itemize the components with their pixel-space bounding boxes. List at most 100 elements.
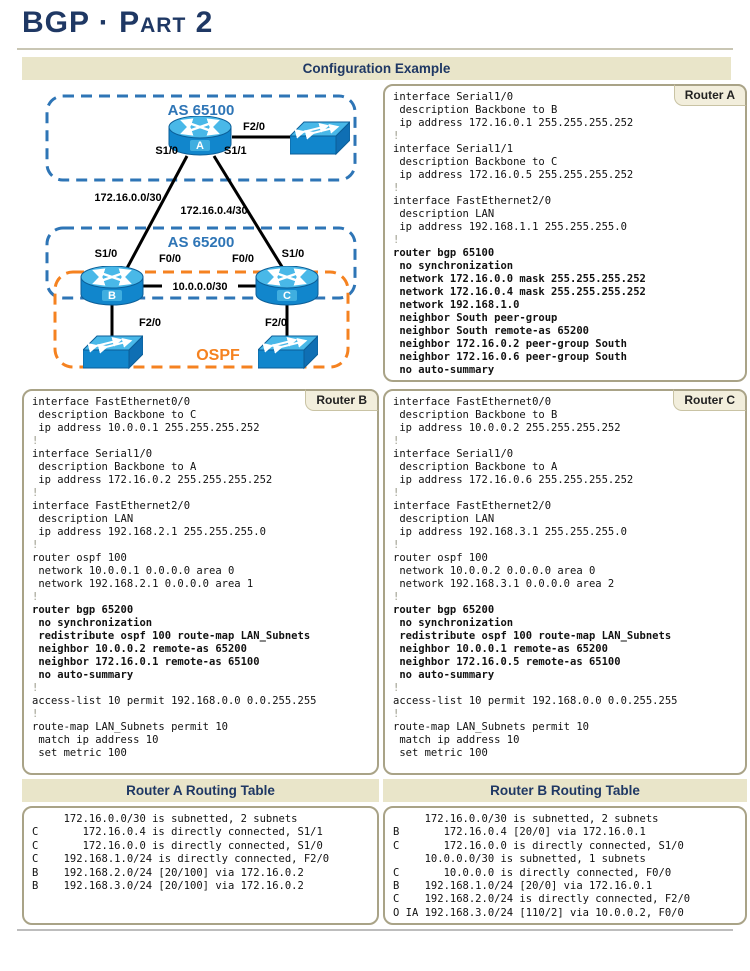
title-divider — [17, 48, 733, 50]
config-line: ip address 192.168.1.1 255.255.255.0 — [393, 221, 627, 233]
route-line: C 10.0.0.0 is directly connected, F0/0 — [393, 866, 672, 879]
config-line: ip address 172.16.0.1 255.255.255.252 — [393, 117, 634, 129]
config-line: redistribute ospf 100 route-map LAN_Subn… — [32, 630, 311, 642]
config-line: description LAN — [393, 208, 495, 220]
network-diagram: A B C AS 65100 AS 65200 OSPF F2/0 S1/0 S… — [40, 88, 380, 386]
config-line: description Backbone to C — [32, 409, 197, 421]
router-a-badge — [190, 140, 210, 151]
config-box-label-router-a: Router A — [673, 84, 747, 106]
ospf-label: OSPF — [196, 347, 240, 364]
config-line: set metric 100 — [32, 747, 127, 759]
config-line: access-list 10 permit 192.168.0.0 0.0.25… — [393, 695, 678, 707]
config-line: description Backbone to C — [393, 156, 558, 168]
config-line: network 192.168.2.1 0.0.0.0 area 1 — [32, 578, 254, 590]
config-line: redistribute ospf 100 route-map LAN_Subn… — [393, 630, 672, 642]
config-line: match ip address 10 — [393, 734, 520, 746]
config-line: neighbor South peer-group — [393, 312, 558, 324]
config-line: no auto-summary — [393, 669, 495, 681]
config-line: neighbor 10.0.0.2 remote-as 65200 — [32, 643, 247, 655]
config-line: neighbor South remote-as 65200 — [393, 325, 589, 337]
config-line: neighbor 172.16.0.1 remote-as 65100 — [32, 656, 260, 668]
subnet-label-a-c: 172.16.0.4/30 — [180, 205, 247, 217]
config-line: ip address 172.16.0.2 255.255.255.252 — [32, 474, 273, 486]
route-line: B 172.16.0.4 [20/0] via 172.16.0.1 — [393, 826, 646, 839]
config-line: ! — [393, 682, 400, 694]
section-header-router-b-routing-table: Router B Routing Table — [383, 779, 747, 802]
config-box-router-c: Router C interface FastEthernet0/0 descr… — [383, 389, 747, 775]
if-label-b-f00: F0/0 — [159, 253, 181, 265]
config-line: description LAN — [32, 513, 134, 525]
if-label-a-s10: S1/0 — [155, 145, 178, 157]
as-65200-label: AS 65200 — [168, 234, 235, 251]
config-line: description Backbone to A — [32, 461, 197, 473]
if-label-b-s10: S1/0 — [95, 248, 118, 260]
if-label-c-s10: S1/0 — [282, 248, 305, 260]
config-line: network 192.168.3.1 0.0.0.0 area 2 — [393, 578, 615, 590]
route-line: C 172.16.0.4 is directly connected, S1/1 — [32, 826, 323, 839]
as-65100-boundary — [45, 94, 357, 182]
config-box-router-b: Router B interface FastEthernet0/0 descr… — [22, 389, 379, 775]
config-line: description Backbone to A — [393, 461, 558, 473]
config-line: description Backbone to B — [393, 409, 558, 421]
config-line: ! — [32, 591, 39, 603]
config-line: network 172.16.0.0 mask 255.255.255.252 — [393, 273, 646, 285]
config-line: router ospf 100 — [393, 552, 488, 564]
switch-b-icon — [83, 336, 143, 368]
config-line: no synchronization — [393, 260, 514, 272]
config-line: network 10.0.0.2 0.0.0.0 area 0 — [393, 565, 596, 577]
config-line: no synchronization — [32, 617, 153, 629]
config-line: interface FastEthernet0/0 — [32, 396, 191, 408]
network-diagram-svg: A B C AS 65100 AS 65200 OSPF F2/0 S1/0 S… — [45, 94, 357, 386]
router-c-letter: C — [283, 290, 291, 302]
route-line: O IA 192.168.3.0/24 [110/2] via 10.0.0.2… — [393, 906, 684, 919]
config-line: interface Serial1/0 — [32, 448, 153, 460]
config-line: interface FastEthernet2/0 — [393, 195, 552, 207]
config-line: ip address 192.168.2.1 255.255.255.0 — [32, 526, 266, 538]
config-line: router bgp 65200 — [393, 604, 495, 616]
config-line: network 172.16.0.4 mask 255.255.255.252 — [393, 286, 646, 298]
config-box-label-router-b: Router B — [305, 389, 379, 411]
link-a-b — [124, 155, 189, 271]
ospf-boundary — [53, 270, 350, 369]
route-line: 172.16.0.0/30 is subnetted, 2 subnets — [393, 813, 659, 825]
route-line: C 172.16.0.0 is directly connected, S1/0 — [32, 839, 323, 852]
config-line: router bgp 65200 — [32, 604, 134, 616]
config-line: ! — [32, 539, 39, 551]
config-text-router-b: interface FastEthernet0/0 description Ba… — [24, 391, 377, 764]
config-line: network 10.0.0.1 0.0.0.0 area 0 — [32, 565, 235, 577]
config-line: router ospf 100 — [32, 552, 127, 564]
config-line: ! — [393, 130, 400, 142]
config-line: route-map LAN_Subnets permit 10 — [32, 721, 228, 733]
router-b-letter: B — [108, 290, 116, 302]
router-b-badge — [102, 290, 122, 301]
config-line: access-list 10 permit 192.168.0.0 0.0.25… — [32, 695, 317, 707]
link-a-c — [212, 155, 286, 271]
config-line: set metric 100 — [393, 747, 488, 759]
config-line: ! — [393, 539, 400, 551]
config-line: ! — [32, 682, 39, 694]
config-line: interface Serial1/0 — [393, 448, 514, 460]
config-line: ! — [393, 182, 400, 194]
section-header-router-a-routing-table: Router A Routing Table — [22, 779, 379, 802]
router-c-badge — [277, 290, 297, 301]
switch-a-icon — [290, 122, 350, 154]
subnet-label-a-b: 172.16.0.0/30 — [94, 192, 161, 204]
route-line: C 192.168.1.0/24 is directly connected, … — [32, 853, 330, 866]
config-line: description Backbone to B — [393, 104, 558, 116]
config-line: neighbor 172.16.0.6 peer-group South — [393, 351, 627, 363]
route-line: C 192.168.2.0/24 is directly connected, … — [393, 893, 691, 906]
config-box-label-router-c: Router C — [673, 389, 747, 411]
config-line: interface FastEthernet2/0 — [393, 500, 552, 512]
config-line: description LAN — [393, 513, 495, 525]
route-line: B 192.168.2.0/24 [20/100] via 172.16.0.2 — [32, 866, 304, 879]
if-label-a-s11: S1/1 — [224, 145, 247, 157]
config-line: interface Serial1/1 — [393, 143, 514, 155]
config-line: neighbor 10.0.0.1 remote-as 65200 — [393, 643, 608, 655]
config-line: interface Serial1/0 — [393, 91, 514, 103]
routing-table-a-header-label: Router A Routing Table — [126, 783, 275, 798]
if-label-c-f00: F0/0 — [232, 253, 254, 265]
